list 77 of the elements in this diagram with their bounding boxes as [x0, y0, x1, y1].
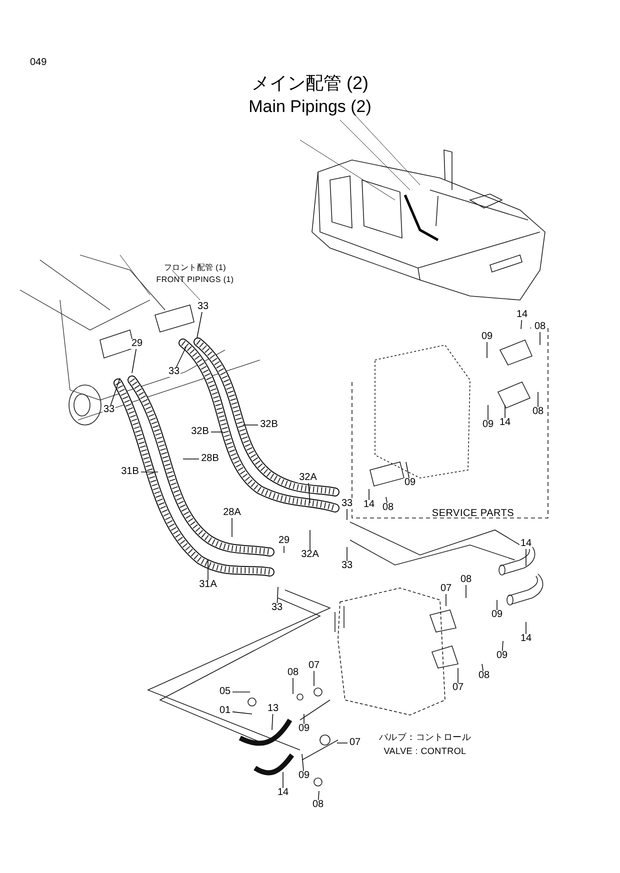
part-name: バルブ：コントロール	[378, 733, 472, 742]
leader-line	[242, 424, 258, 426]
leader-line	[406, 462, 410, 478]
callout-number: 07	[439, 584, 453, 594]
callout-number: 33	[340, 561, 354, 571]
title: メイン配管 (2)	[252, 72, 368, 95]
callout-number: 33	[102, 405, 116, 415]
callout-number: 08	[286, 668, 300, 678]
callout-number: 09	[481, 420, 495, 430]
callout-number: 05	[218, 687, 232, 697]
callout-number: 09	[297, 771, 311, 781]
callout-number: 14	[276, 788, 290, 798]
callout-number: 32B	[190, 427, 210, 437]
leader-line	[346, 546, 348, 562]
callout-number: 14	[362, 500, 376, 510]
leader-line	[176, 346, 186, 368]
callout-number: 28A	[222, 508, 242, 518]
leader-line	[282, 772, 284, 788]
callout-number: 09	[480, 332, 494, 342]
callout-number: 33	[196, 302, 210, 312]
leader-line	[276, 586, 278, 604]
callout-number: 07	[451, 683, 465, 693]
callout-number: 32A	[300, 550, 320, 560]
leader-line	[318, 790, 320, 800]
leader-line	[132, 348, 137, 374]
callout-number: 33	[270, 603, 284, 613]
reference-note: フロント配管 (1)	[164, 264, 226, 272]
callout-number: 28B	[200, 454, 220, 464]
callout-number: 08	[311, 800, 325, 810]
leader-line	[502, 640, 504, 652]
callout-number: 01	[218, 706, 232, 716]
part-name: VALVE : CONTROL	[384, 747, 466, 756]
callout-number: 32B	[259, 420, 279, 430]
leader-line	[482, 664, 484, 672]
reference-note: FRONT PIPINGS (1)	[156, 276, 234, 284]
callout-number: 31A	[198, 580, 218, 590]
callout-number: 09	[495, 651, 509, 661]
group-title: SERVICE PARTS	[432, 509, 514, 519]
callout-number: 09	[403, 478, 417, 488]
callout-number: 08	[531, 407, 545, 417]
callout-number: 33	[340, 499, 354, 509]
subtitle: Main Pipings (2)	[248, 98, 372, 115]
callout-number: 08	[533, 322, 547, 332]
leader-line	[346, 508, 348, 520]
leader-line	[232, 711, 252, 714]
callout-number: 09	[297, 724, 311, 734]
callout-number: 08	[381, 503, 395, 513]
callout-number: 14	[519, 634, 533, 644]
callout-number: 14	[498, 418, 512, 428]
leader-line	[196, 312, 202, 338]
leader-line	[182, 458, 200, 460]
leader-line	[368, 488, 370, 500]
leader-line	[386, 496, 388, 504]
leader-line	[504, 404, 506, 418]
callout-number: 09	[490, 610, 504, 620]
callout-number: 13	[266, 704, 280, 714]
callout-number: 33	[167, 367, 181, 377]
callout-number: 29	[277, 536, 291, 546]
leader-line	[272, 714, 274, 730]
leader-line	[336, 742, 348, 744]
callout-number: 07	[348, 738, 362, 748]
callout-number: 08	[477, 671, 491, 681]
callout-number: 32A	[298, 473, 318, 483]
leader-line	[292, 678, 294, 694]
leader-line	[110, 378, 120, 406]
leader-line	[496, 600, 498, 610]
callout-number: 07	[307, 661, 321, 671]
leader-line	[486, 342, 488, 358]
callout-number: 29	[130, 339, 144, 349]
callout-number: 14	[515, 310, 529, 320]
callout-number: 08	[459, 575, 473, 585]
leader-line	[520, 320, 522, 330]
callout-number: 31B	[120, 467, 140, 477]
callout-number: 14	[519, 539, 533, 549]
page-number: 049	[30, 58, 47, 68]
leader-line	[308, 482, 310, 504]
leader-line	[302, 754, 304, 772]
